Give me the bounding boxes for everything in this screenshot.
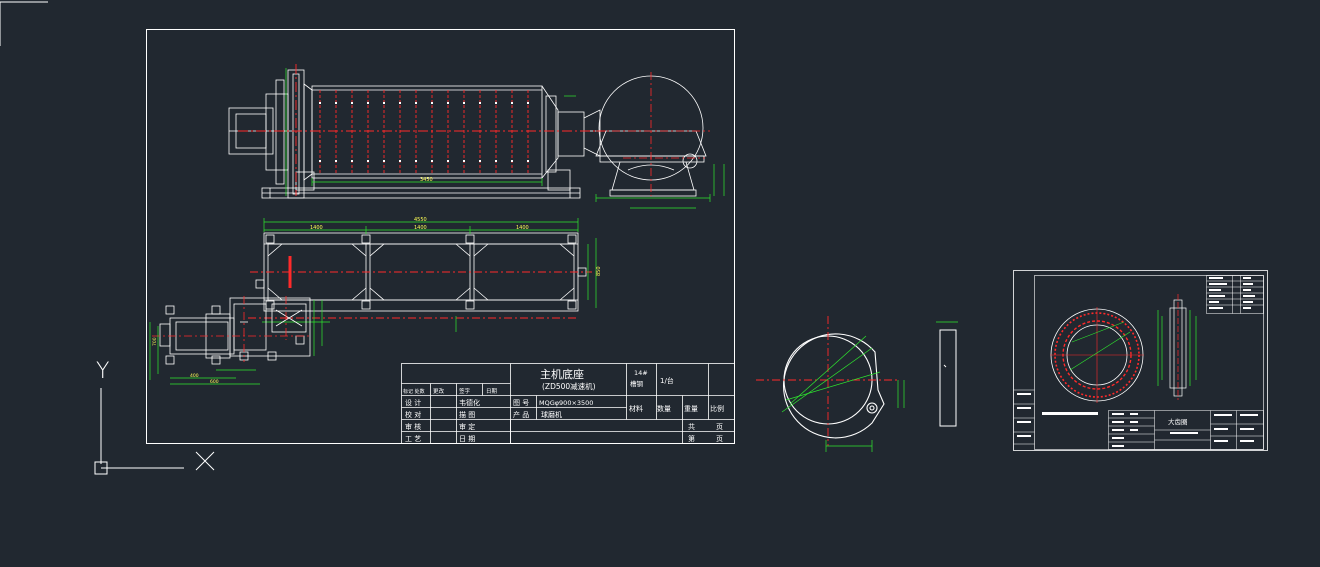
motor-sub-base-plan[interactable] (159, 297, 311, 365)
gear-data-table (1206, 275, 1264, 314)
review-label: 审 核 (405, 422, 421, 431)
gear-blank-outer (783, 333, 885, 439)
total-sheets-label: 共 (688, 422, 695, 431)
base-width-label: 850 (596, 266, 602, 276)
process-label: 工 艺 (405, 435, 421, 443)
base-frame-braces (267, 243, 575, 301)
base-seg3-label: 1400 (516, 225, 529, 231)
sub-base-outer (229, 297, 311, 357)
pinion-housing (265, 93, 289, 171)
drawing-no-label: 图 号 (513, 399, 529, 407)
drawing-subtitle: (ZD500减速机) (542, 381, 596, 391)
base-seg1-label: 1400 (310, 225, 323, 231)
base-frame-dimensions (262, 218, 597, 332)
material-label: 材料 (629, 404, 643, 413)
header-date: 日期 (486, 388, 498, 395)
drawing-title: 主机底座 (540, 367, 584, 381)
liner-bolt-dots (319, 102, 529, 162)
sub-base-width-label: 700 (152, 337, 158, 346)
sub-base-centerlines (152, 296, 312, 362)
header-mark-count: 标记 处数 (403, 388, 425, 395)
design-name: 韦德化 (459, 398, 480, 407)
product-label: 产 品 (513, 410, 529, 419)
corner-mark (0, 1, 48, 46)
gear-blank-view[interactable] (756, 316, 905, 452)
process-name: 日 期 (459, 435, 475, 443)
design-label: 设 计 (405, 398, 421, 407)
sheet-unit: 页 (716, 435, 723, 443)
discharge-trunnion (557, 111, 585, 157)
discharge-cone (541, 85, 559, 179)
base-seg2-label: 1400 (414, 225, 427, 231)
product-name: 球磨机 (541, 410, 562, 419)
total-sheets-unit: 页 (716, 423, 723, 431)
gear-sheet-note-bar (1042, 412, 1098, 415)
gear-blank-hole (866, 402, 878, 414)
main-drawing-sheet[interactable]: 3450 (146, 29, 735, 444)
ball-mill-elevation[interactable] (228, 69, 601, 199)
header-signature: 签字 (459, 387, 471, 395)
ucs-y-label: Y (96, 359, 109, 384)
sub-base-len1-label: 400 (190, 373, 199, 379)
header-change: 更改 (433, 387, 445, 395)
sub-base-dimensions (149, 300, 323, 385)
review-name: 审 定 (459, 422, 475, 431)
title-block-grid (401, 363, 735, 444)
quantity-ratio: 1/台 (660, 376, 674, 385)
gear-sheet-outer-border (1013, 270, 1268, 451)
end-elevation-centerlines (596, 72, 710, 196)
drawing-no: MQGφ900×3500 (539, 399, 593, 407)
check-label: 校 对 (405, 410, 421, 419)
gear-section-view[interactable] (936, 321, 958, 427)
shell-length-label: 3450 (420, 177, 433, 183)
sheet-label: 第 (688, 434, 695, 443)
base-total-label: 4550 (414, 217, 427, 223)
quantity-label: 数量 (657, 404, 671, 413)
sub-base-len2-label: 600 (210, 379, 219, 385)
gear-sheet-binding-strip (1013, 389, 1035, 445)
mill-shell (311, 85, 543, 179)
sheet-border (146, 29, 735, 444)
material-grade-line2: 槽钢 (630, 379, 644, 388)
gear-ring-section (1157, 294, 1197, 400)
gear-section-rect (939, 329, 957, 427)
base-frame-centerlines (248, 256, 592, 319)
material-grade-line1: 14# (634, 369, 648, 377)
weight-label: 重量 (684, 405, 698, 413)
gear-ring-sheet[interactable]: 大齿圈 (1013, 270, 1268, 451)
gear-ring-face (1050, 307, 1144, 403)
ucs-icon (94, 388, 215, 475)
scale-label: 比例 (710, 404, 724, 413)
gear-sheet-title: 大齿圈 (1168, 417, 1188, 426)
check-name: 描 图 (459, 410, 475, 419)
gear-sheet-inner-border (1034, 275, 1264, 450)
gear-sheet-title-block (1108, 410, 1264, 450)
shell-length-dimension (285, 68, 576, 196)
title-block[interactable]: 主机底座 (ZD500减速机) 14# 槽钢 1/台 标记 处数 更改 签字 日… (401, 363, 735, 444)
end-elevation-dimensions (595, 164, 725, 209)
end-pinion (682, 153, 698, 169)
discharge-bearing (547, 169, 571, 191)
ucs-x-icon (195, 451, 215, 471)
